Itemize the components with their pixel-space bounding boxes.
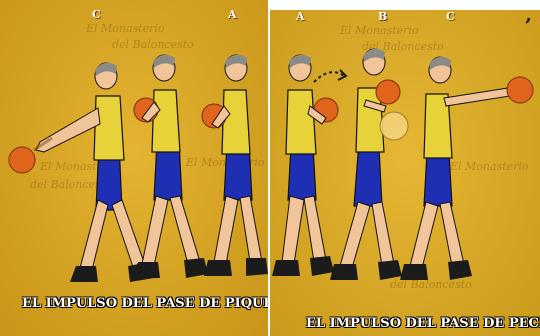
player-figure (202, 55, 268, 276)
left-illustration-panel: El Monasterio del Baloncesto El Monaster… (0, 0, 268, 336)
left-caption: EL IMPULSO DEL PASE DE PIQUE (22, 296, 268, 311)
player-figure (330, 49, 408, 280)
player-figure (272, 55, 346, 276)
basketball-icon (376, 80, 400, 104)
player-figure (36, 63, 154, 282)
basketball-icon (380, 112, 408, 140)
player-figure (132, 55, 208, 278)
chest-pass-figures (270, 10, 540, 336)
right-caption: EL IMPULSO DEL PASE DE PECHO (306, 316, 540, 331)
basketball-icon (9, 147, 35, 173)
right-illustration-panel: ‚ El Monasterio del Baloncesto El Monast… (270, 10, 540, 336)
bounce-pass-figures (0, 0, 268, 336)
player-figure (400, 57, 533, 280)
basketball-icon (507, 77, 533, 103)
